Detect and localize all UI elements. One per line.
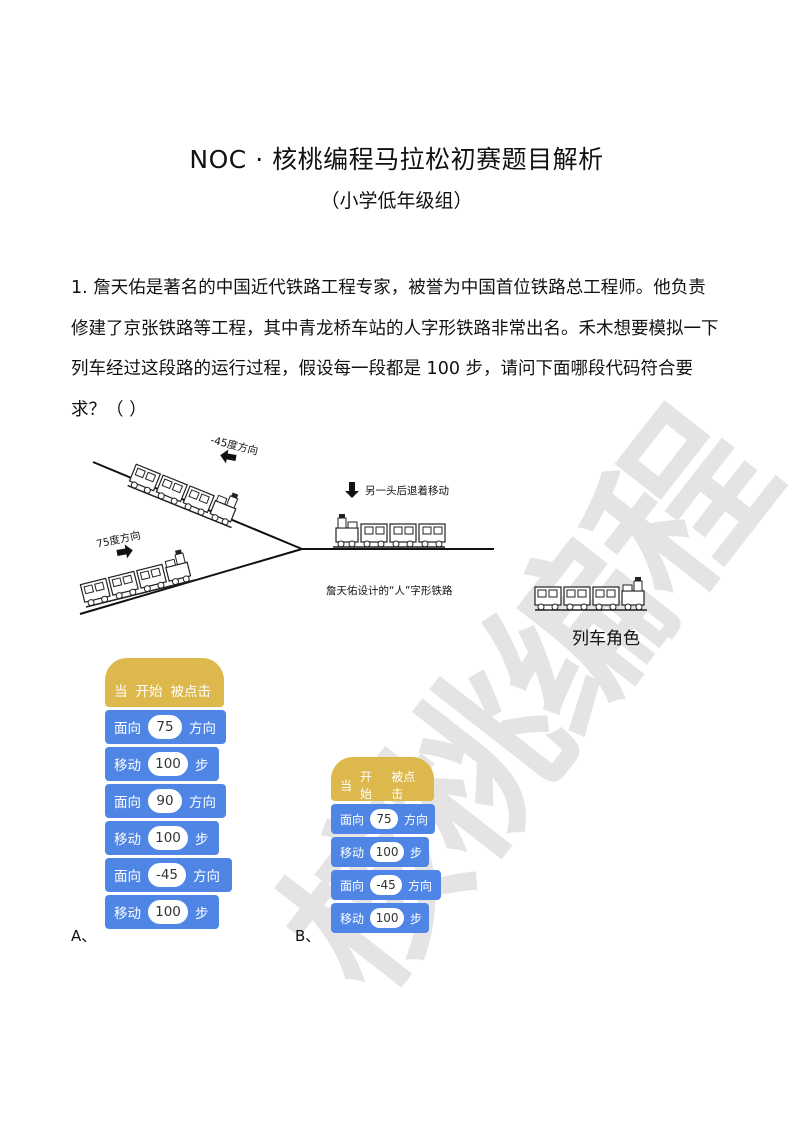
option-b-letter: B、 [295, 927, 321, 945]
train-upper [126, 454, 245, 529]
block-label: 移动 [114, 906, 141, 922]
point-in-direction-block[interactable]: 面向 75 方向 [331, 804, 435, 834]
block-label: 移动 [114, 832, 141, 848]
point-in-direction-block[interactable]: 面向 -45 方向 [105, 858, 232, 892]
question-text: 1. 詹天佑是著名的中国近代铁路工程专家，被誉为中国首位铁路总工程师。他负责修建… [71, 278, 719, 420]
hat-word: 当 [114, 683, 128, 700]
option-a-script: 当 开始 被点击 面向 75 方向 移动 100 步 面向 90 方向 移动 1… [105, 658, 232, 929]
block-label: 方向 [404, 812, 429, 827]
block-label: 步 [195, 758, 209, 774]
option-a-letter: A、 [71, 927, 97, 945]
document-subtitle: （小学低年级组） [320, 190, 473, 212]
label-backward: 另一头后退着移动 [365, 485, 449, 497]
steps-input[interactable]: 100 [148, 900, 188, 924]
hat-word: 被点击 [391, 770, 416, 801]
train-station [332, 513, 446, 548]
point-in-direction-block[interactable]: 面向 -45 方向 [331, 870, 441, 900]
block-label: 步 [410, 845, 423, 860]
steps-input[interactable]: 100 [148, 752, 188, 776]
block-label: 方向 [193, 869, 220, 885]
steps-input[interactable]: 100 [370, 908, 405, 928]
steps-input[interactable]: 100 [148, 826, 188, 850]
when-flag-clicked-hat[interactable]: 当 开始 被点击 [331, 757, 434, 801]
point-in-direction-block[interactable]: 面向 75 方向 [105, 710, 226, 744]
direction-input[interactable]: 75 [370, 809, 399, 829]
block-label: 面向 [114, 795, 141, 811]
block-label: 面向 [114, 721, 141, 737]
steps-input[interactable]: 100 [370, 842, 405, 862]
option-b-script: 当 开始 被点击 面向 75 方向 移动 100 步 面向 -45 方向 移动 … [331, 757, 441, 933]
label-railway: 詹天佑设计的“人”字形铁路 [326, 585, 453, 597]
block-label: 移动 [114, 758, 141, 774]
direction-input[interactable]: 90 [148, 789, 182, 813]
block-label: 步 [195, 832, 209, 848]
when-flag-clicked-hat[interactable]: 当 开始 被点击 [105, 658, 224, 707]
move-steps-block[interactable]: 移动 100 步 [105, 895, 219, 929]
document-title: NOC · 核桃编程马拉松初赛题目解析 [189, 145, 604, 174]
block-label: 方向 [189, 721, 216, 737]
move-steps-block[interactable]: 移动 100 步 [105, 747, 219, 781]
move-steps-block[interactable]: 移动 100 步 [331, 837, 429, 867]
block-label: 移动 [340, 845, 365, 860]
train-role [534, 576, 648, 611]
hat-word: 开始 [135, 683, 163, 700]
move-steps-block[interactable]: 移动 100 步 [105, 821, 219, 855]
block-label: 移动 [340, 911, 365, 926]
direction-input[interactable]: -45 [370, 875, 403, 895]
train-role-caption: 列车角色 [572, 629, 640, 649]
block-label: 方向 [408, 878, 433, 893]
block-label: 面向 [114, 869, 141, 885]
hat-word: 被点击 [170, 683, 212, 700]
direction-input[interactable]: 75 [148, 715, 182, 739]
block-label: 步 [195, 906, 209, 922]
move-steps-block[interactable]: 移动 100 步 [331, 903, 429, 933]
block-label: 面向 [340, 812, 365, 827]
arrow-down [345, 482, 359, 498]
direction-input[interactable]: -45 [148, 863, 186, 887]
block-label: 步 [410, 911, 423, 926]
block-label: 方向 [189, 795, 216, 811]
hat-word: 当 [340, 778, 353, 793]
hat-word: 开始 [360, 770, 373, 801]
block-label: 面向 [340, 878, 365, 893]
point-in-direction-block[interactable]: 面向 90 方向 [105, 784, 226, 818]
